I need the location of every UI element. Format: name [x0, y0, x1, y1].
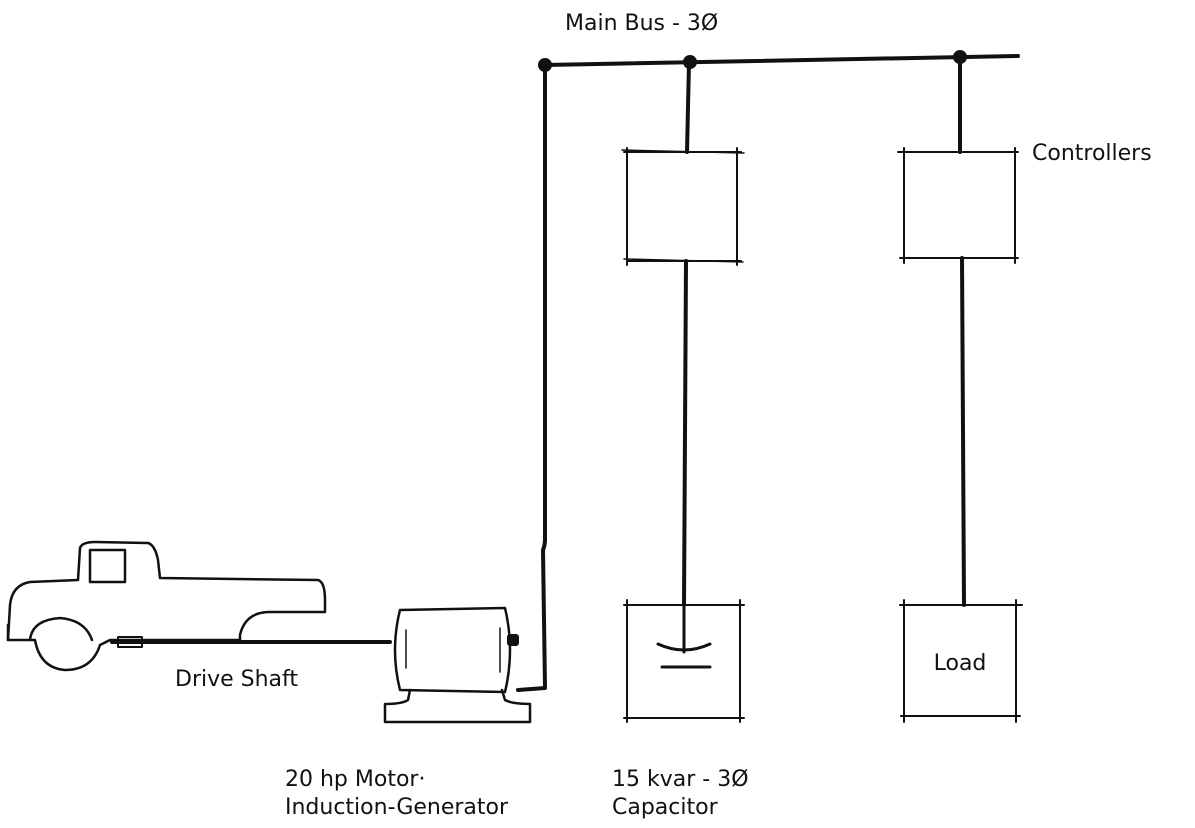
load-label: Load: [934, 651, 987, 676]
main-bus: [538, 50, 1020, 72]
motor-label-line2: Induction-Generator: [285, 795, 509, 820]
induction-generator-icon: [383, 606, 532, 724]
pickup-truck-icon: [6, 540, 327, 672]
load-box: [899, 599, 1023, 723]
capacitor-symbol-icon: [656, 603, 712, 669]
motor-label-line1: 20 hp Motor·: [285, 767, 425, 792]
capacitor-label-line1: 15 kvar - 3Ø: [612, 767, 749, 792]
load-controller-box: [897, 147, 1019, 264]
drive-shaft-label: Drive Shaft: [175, 667, 298, 692]
drive-shaft: [110, 636, 392, 648]
capacitor-branch: [621, 60, 745, 723]
controllers-label: Controllers: [1032, 141, 1152, 166]
generator-feeder-wire: [516, 63, 547, 692]
capacitor-controller-box: [621, 147, 745, 266]
load-branch: [897, 55, 1023, 723]
main-bus-label: Main Bus - 3Ø: [565, 11, 718, 36]
capacitor-label-line2: Capacitor: [612, 795, 719, 820]
